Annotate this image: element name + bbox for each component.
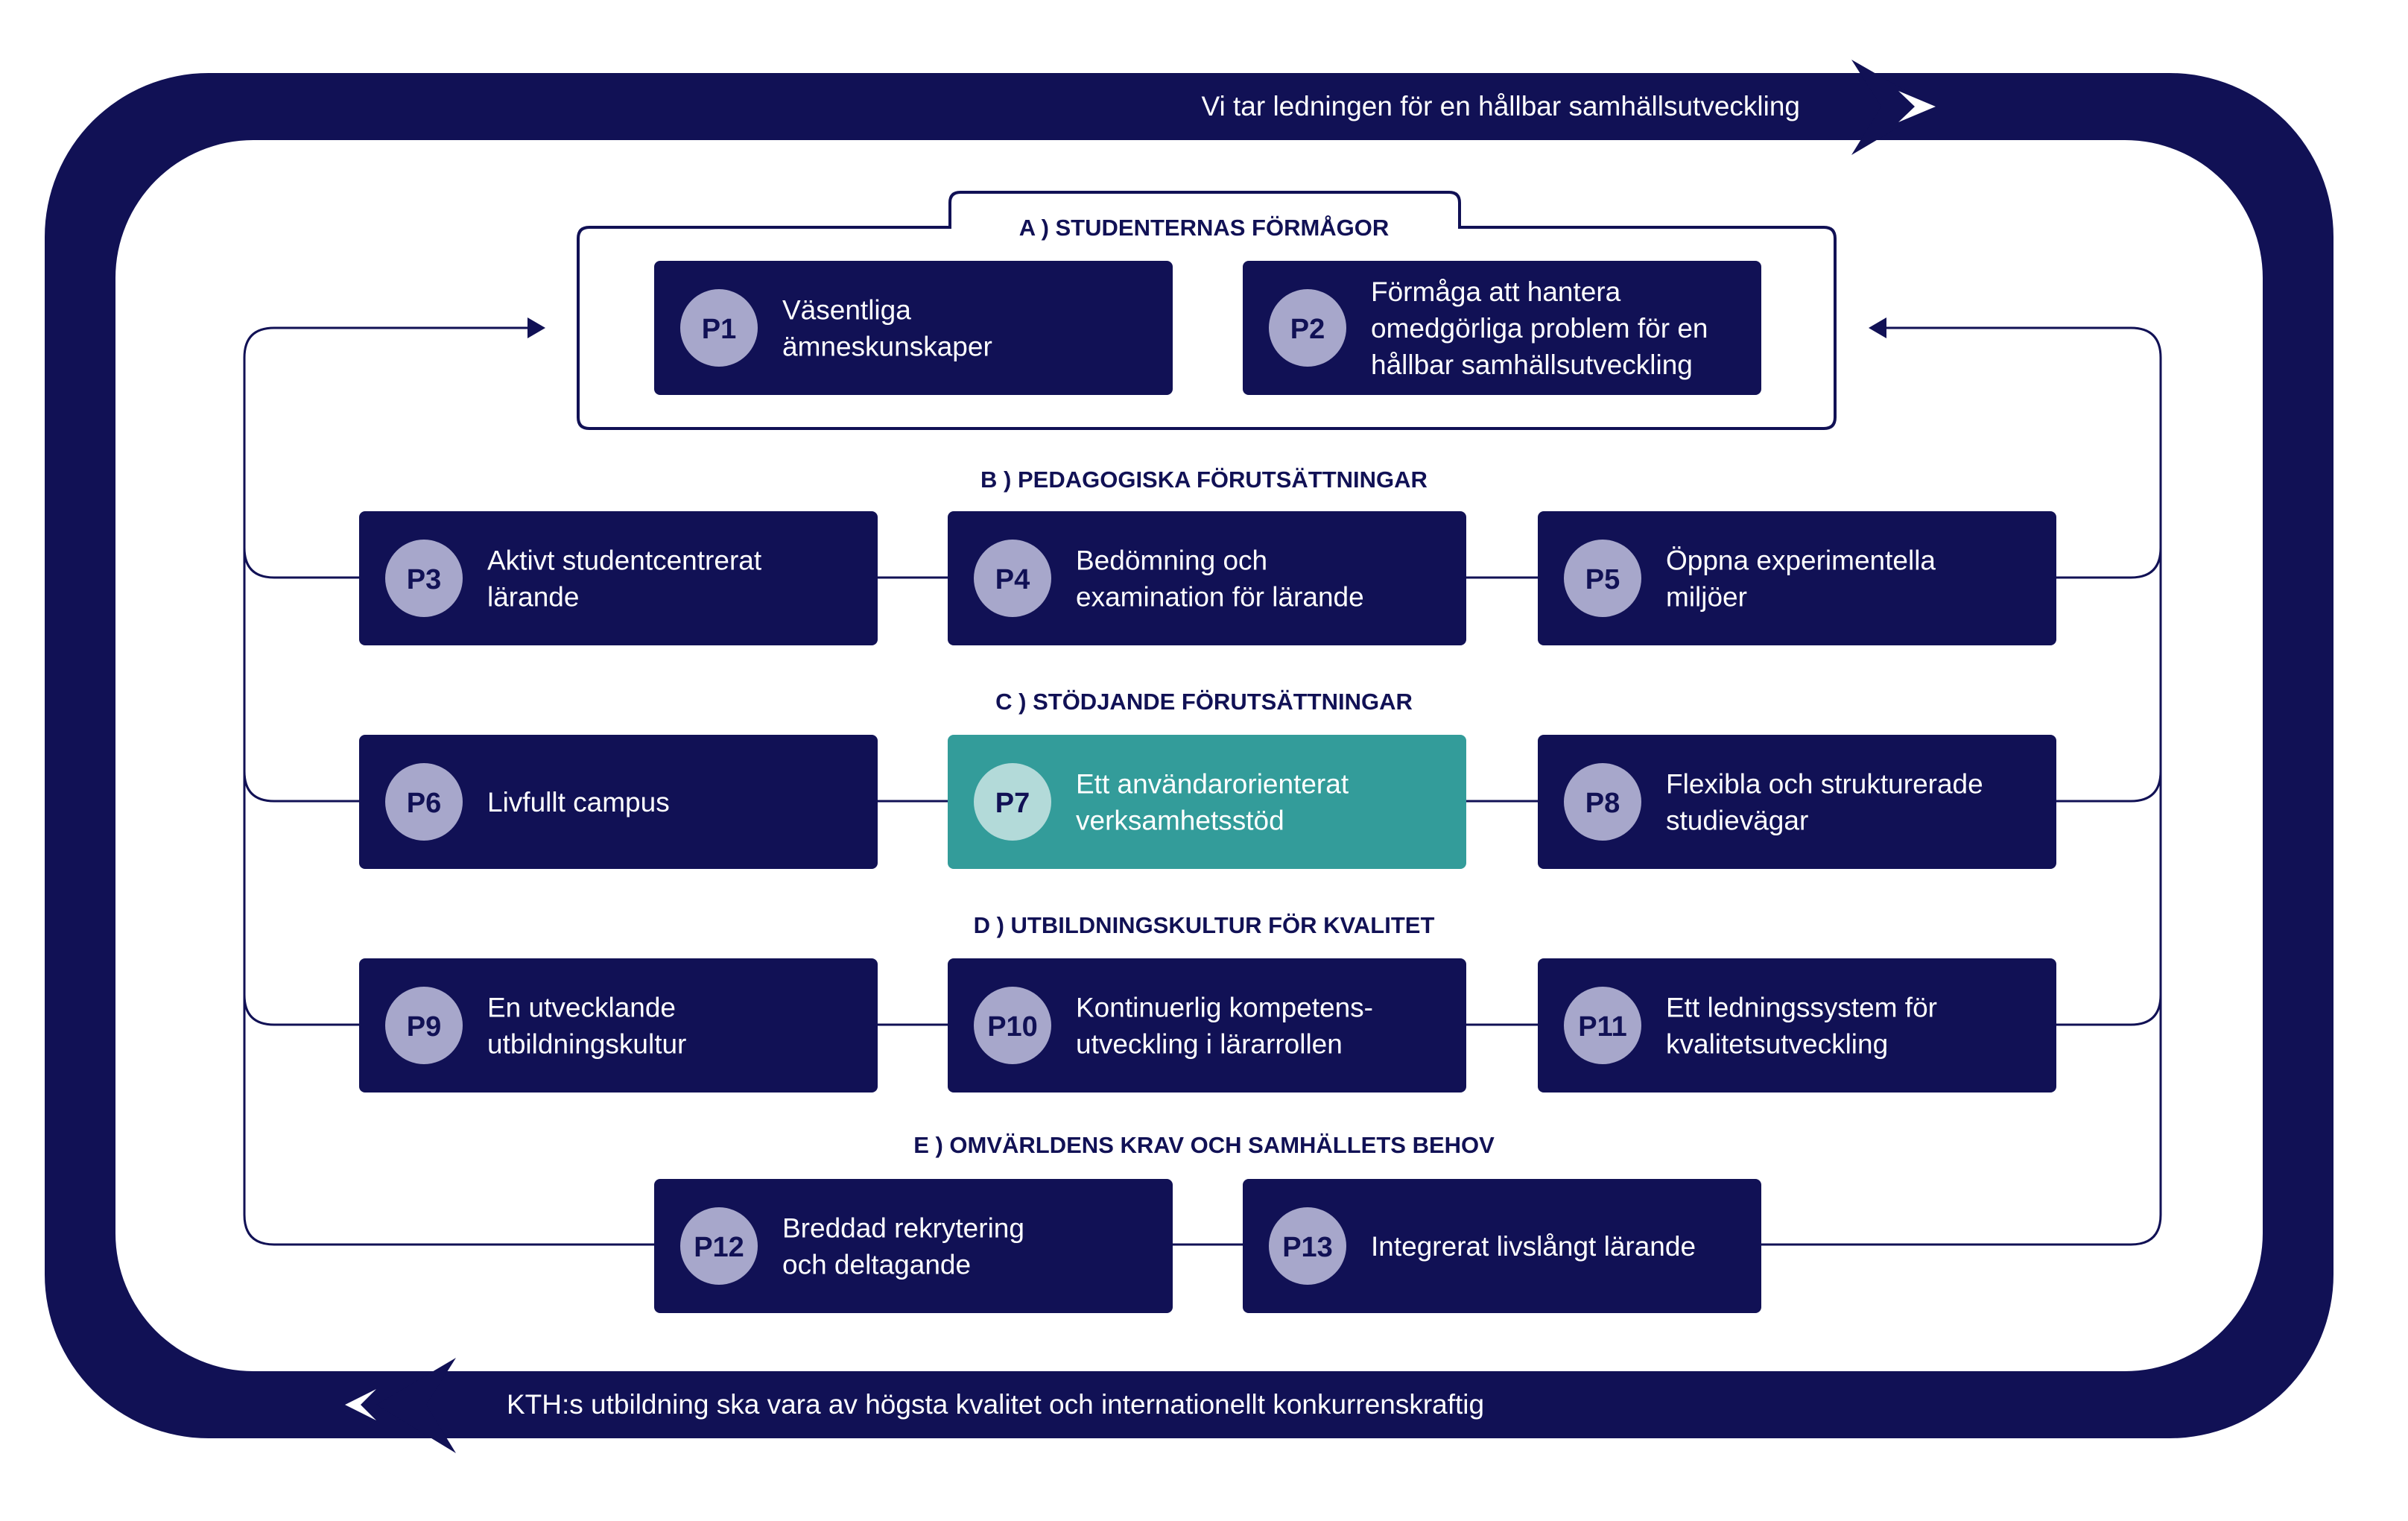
principle-label-p2-line-1: Förmåga att hantera bbox=[1371, 276, 1621, 307]
principle-label-p13-line-1: Integrerat livslångt lärande bbox=[1371, 1231, 1696, 1262]
principle-code-p8: P8 bbox=[1585, 788, 1620, 819]
section-title-b: B ) PEDAGOGISKA FÖRUTSÄTTNINGAR bbox=[980, 467, 1428, 493]
section-title-e: E ) OMVÄRLDENS KRAV OCH SAMHÄLLETS BEHOV bbox=[913, 1132, 1495, 1158]
principle-box-bg-p2 bbox=[1243, 261, 1761, 395]
principle-badge-p10 bbox=[974, 987, 1051, 1064]
principle-box-bg-p4 bbox=[948, 511, 1466, 645]
principle-box-p11: P11 Ett ledningssystem för kvalitetsutveck… bbox=[1538, 958, 2056, 1092]
principle-box-bg-p8 bbox=[1538, 735, 2056, 869]
principle-label-p8-line-2: studievägar bbox=[1666, 806, 1808, 836]
principle-box-p10: P10 Kontinuerlig kompetens-utveckling i l… bbox=[948, 958, 1466, 1092]
left-arrow-head bbox=[527, 317, 545, 338]
principle-code-p7: P7 bbox=[995, 788, 1030, 819]
principle-code-p5: P5 bbox=[1585, 564, 1620, 595]
principle-box-p9: P9 En utvecklande utbildningskultur bbox=[359, 958, 878, 1092]
section-a-frame bbox=[577, 191, 1837, 430]
principle-boxes: P1 Väsentliga ämneskunskaper P2 Förmåga att … bbox=[359, 261, 2056, 1313]
section-title-c: C ) STÖDJANDE FÖRUTSÄTTNINGAR bbox=[995, 689, 1413, 715]
principle-badge-p6 bbox=[385, 763, 463, 841]
principle-label-p12-line-2: och deltagande bbox=[782, 1250, 971, 1280]
principle-code-p11: P11 bbox=[1578, 1011, 1627, 1043]
principle-code-p2: P2 bbox=[1290, 314, 1325, 345]
principle-box-bg-p9 bbox=[359, 958, 878, 1092]
principle-badge-p13 bbox=[1269, 1207, 1346, 1285]
principle-label-p7-line-2: verksamhetsstöd bbox=[1076, 806, 1284, 836]
principle-box-p5: P5 Öppna experimentella miljöer bbox=[1538, 511, 2056, 645]
right-arrow-head bbox=[1869, 317, 1886, 338]
principle-label-p2-line-2: omedgörliga problem för en bbox=[1371, 313, 1708, 344]
principle-box-bg-p12 bbox=[654, 1179, 1173, 1313]
principle-label-p9-line-1: En utvecklande bbox=[487, 993, 676, 1023]
principle-code-p10: P10 bbox=[987, 1011, 1038, 1043]
principle-badge-p7 bbox=[974, 763, 1051, 841]
principle-code-p4: P4 bbox=[995, 564, 1030, 595]
principle-label-p5-line-2: miljöer bbox=[1666, 582, 1747, 613]
principle-label-p1-line-1: Väsentliga bbox=[782, 295, 911, 326]
principle-badge-p1 bbox=[680, 289, 758, 367]
principle-label-p11-line-1: Ett ledningssystem för bbox=[1666, 993, 1937, 1023]
principle-box-bg-p3 bbox=[359, 511, 878, 645]
principle-code-p3: P3 bbox=[407, 564, 441, 595]
principle-box-p12: P12 Breddad rekrytering och deltagande bbox=[654, 1179, 1173, 1313]
principle-box-p6: P6 Livfullt campus bbox=[359, 735, 878, 869]
section-titles: A ) STUDENTERNAS FÖRMÅGOR B ) PEDAGOGISKA… bbox=[913, 215, 1495, 1158]
principle-badge-p3 bbox=[385, 540, 463, 617]
principle-box-bg-p1 bbox=[654, 261, 1173, 395]
principle-code-p13: P13 bbox=[1282, 1232, 1333, 1263]
principle-label-p1-line-2: ämneskunskaper bbox=[782, 332, 992, 362]
section-title-d: D ) UTBILDNINGSKULTUR FÖR KVALITET bbox=[974, 912, 1435, 938]
principle-label-p5-line-1: Öppna experimentella bbox=[1666, 546, 1936, 576]
principle-code-p9: P9 bbox=[407, 1011, 441, 1043]
principle-label-p2-line-3: hållbar samhällsutveckling bbox=[1371, 350, 1693, 380]
top-arrow-head bbox=[1851, 60, 1936, 155]
principle-box-bg-p10 bbox=[948, 958, 1466, 1092]
principle-label-p3-line-1: Aktivt studentcentrerat bbox=[487, 546, 762, 576]
principle-box-bg-p6 bbox=[359, 735, 878, 869]
principle-code-p6: P6 bbox=[407, 788, 441, 819]
principle-box-p13: P13 Integrerat livslångt lärande bbox=[1243, 1179, 1761, 1313]
principle-badge-p4 bbox=[974, 540, 1051, 617]
principle-label-p9-line-2: utbildningskultur bbox=[487, 1029, 686, 1060]
section-title-a: A ) STUDENTERNAS FÖRMÅGOR bbox=[1019, 215, 1390, 241]
principle-box-bg-p5 bbox=[1538, 511, 2056, 645]
principle-label-p7-line-1: Ett användarorienterat bbox=[1076, 769, 1349, 800]
principle-box-p8: P8 Flexibla och strukturerade studievägar bbox=[1538, 735, 2056, 869]
top-banner-text: Vi tar ledningen för en hållbar samhälls… bbox=[1201, 91, 1800, 121]
principle-badge-p2 bbox=[1269, 289, 1346, 367]
principle-label-p12-line-1: Breddad rekrytering bbox=[782, 1213, 1024, 1244]
principle-label-p10-line-2: utveckling i lärarrollen bbox=[1076, 1029, 1343, 1060]
principle-box-bg-p11 bbox=[1538, 958, 2056, 1092]
principle-label-p11-line-2: kvalitetsutveckling bbox=[1666, 1029, 1888, 1060]
principle-label-p8-line-1: Flexibla och strukturerade bbox=[1666, 769, 1983, 800]
principle-box-p2: P2 Förmåga att hantera omedgörliga problem… bbox=[1243, 261, 1761, 395]
principle-label-p10-line-1: Kontinuerlig kompetens- bbox=[1076, 993, 1373, 1023]
principle-badge-p11 bbox=[1564, 987, 1641, 1064]
principle-box-bg-p7 bbox=[948, 735, 1466, 869]
principle-box-p4: P4 Bedömning och examination för lärande bbox=[948, 511, 1466, 645]
principle-code-p1: P1 bbox=[702, 314, 736, 345]
bottom-arrow-head bbox=[345, 1358, 456, 1453]
principle-label-p4-line-2: examination för lärande bbox=[1076, 582, 1364, 613]
principle-label-p4-line-1: Bedömning och bbox=[1076, 546, 1267, 576]
principle-code-p12: P12 bbox=[694, 1232, 744, 1263]
principle-box-p3: P3 Aktivt studentcentrerat lärande bbox=[359, 511, 878, 645]
principle-label-p6-line-1: Livfullt campus bbox=[487, 787, 670, 818]
principle-badge-p5 bbox=[1564, 540, 1641, 617]
principle-box-p1: P1 Väsentliga ämneskunskaper bbox=[654, 261, 1173, 395]
principle-badge-p9 bbox=[385, 987, 463, 1064]
principle-label-p3-line-2: lärande bbox=[487, 582, 579, 613]
principle-badge-p12 bbox=[680, 1207, 758, 1285]
bottom-banner-text: KTH:s utbildning ska vara av högsta kval… bbox=[507, 1389, 1484, 1420]
feedback-lines bbox=[243, 326, 2162, 1246]
principle-box-p7: P7 Ett användarorienterat verksamhetsstöd bbox=[948, 735, 1466, 869]
principle-badge-p8 bbox=[1564, 763, 1641, 841]
principle-box-bg-p13 bbox=[1243, 1179, 1761, 1313]
